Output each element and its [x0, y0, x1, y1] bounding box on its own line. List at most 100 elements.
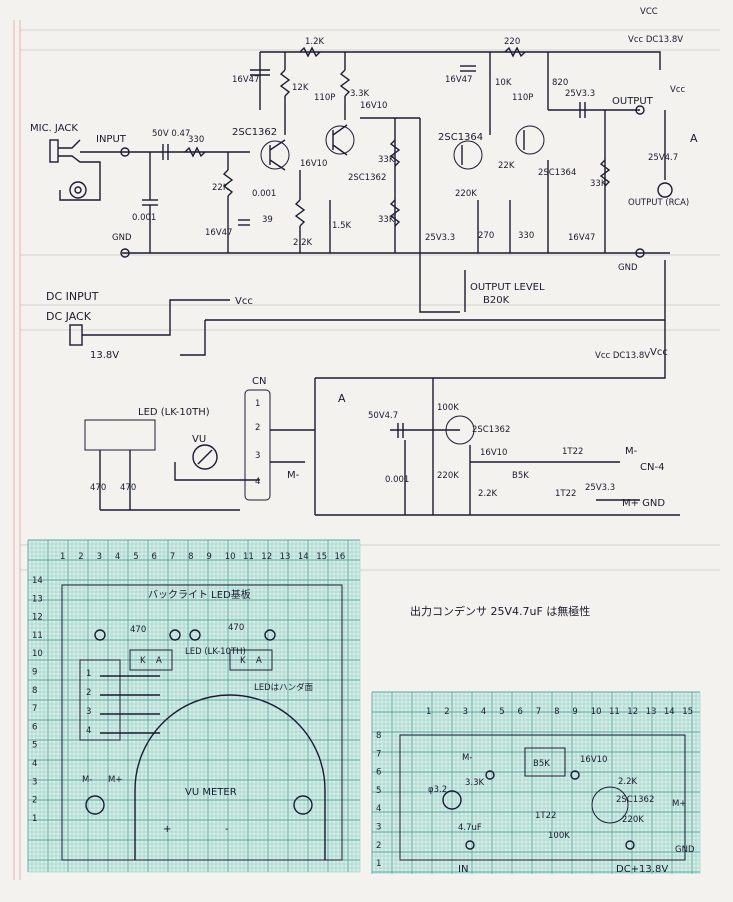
board2-x-tick: 13 — [646, 707, 657, 717]
output-label: OUTPUT — [612, 96, 654, 107]
r8-label: 33K — [378, 155, 395, 165]
board2-y-tick: 3 — [376, 823, 381, 833]
board1-y-tick: 11 — [32, 631, 43, 641]
cn-pin-3: 3 — [255, 451, 260, 461]
board2-y-tick: 4 — [376, 804, 381, 814]
board2-vr: B5K — [533, 759, 550, 769]
board1-x-tick: 15 — [316, 552, 327, 562]
c9-label: 25V3.3 — [425, 233, 455, 243]
m-minus-label-2: M- — [287, 470, 300, 481]
output-rca-label: OUTPUT (RCA) — [628, 198, 689, 208]
board2-c-top: 16V10 — [580, 755, 607, 765]
board1-solder-note: LEDはハンダ面 — [254, 682, 314, 693]
gnd-label: GND — [112, 233, 132, 243]
board1-led: LED (LK-10TH) — [185, 647, 246, 657]
board2-x-tick: 15 — [682, 707, 693, 717]
r22-label: 220K — [437, 471, 459, 481]
board1-k2: K — [240, 656, 246, 666]
r16-label: 270 — [478, 231, 494, 241]
cn-pin-4: 4 — [255, 477, 260, 487]
c12-label: 16V47 — [568, 233, 595, 243]
board1-x-tick: 7 — [170, 552, 175, 562]
board1-y-tick: 4 — [32, 759, 37, 769]
board2-d: 1T22 — [535, 811, 556, 821]
c11-label: 25V3.3 — [565, 89, 595, 99]
board2-x-tick: 1 — [426, 707, 431, 717]
c6-label: 16V10 — [360, 101, 387, 111]
cn-pin-1: 1 — [255, 399, 260, 409]
board1-y-tick: 2 — [32, 796, 37, 806]
board1-pin-1: 1 — [86, 669, 91, 679]
board1-x-tick: 12 — [261, 552, 272, 562]
output-level-value: B20K — [483, 295, 510, 306]
board1-x-tick: 6 — [152, 552, 157, 562]
board1-x-tick: 3 — [97, 552, 102, 562]
board2-gnd: GND — [675, 845, 695, 855]
board1-y-tick: 5 — [32, 741, 37, 751]
board2-x-tick: 2 — [444, 707, 449, 717]
board1-y-tick: 14 — [32, 576, 43, 586]
c3-label: 0.001 — [252, 189, 276, 199]
d1-label: 1T22 — [562, 447, 583, 457]
board1-x-tick: 11 — [243, 552, 254, 562]
r17-label: 330 — [518, 231, 534, 241]
board1-x-tick: 2 — [78, 552, 83, 562]
board1-y-tick: 10 — [32, 649, 43, 659]
r15-label: 220K — [455, 189, 477, 199]
r5-label: 39 — [262, 215, 273, 225]
board1-y-tick: 7 — [32, 704, 37, 714]
dc-input-label: DC INPUT — [46, 290, 99, 303]
board1-minus: - — [225, 824, 229, 835]
a-label-2: A — [338, 392, 346, 405]
board2-x-tick: 11 — [609, 707, 620, 717]
r19-label: 470 — [90, 483, 106, 493]
board1-meter: VU METER — [185, 787, 237, 798]
board2-x-tick: 8 — [554, 707, 559, 717]
r20-label: 470 — [120, 483, 136, 493]
cn-label: CN — [252, 376, 266, 387]
board1-y-tick: 6 — [32, 722, 37, 732]
r4-label: 22K — [212, 183, 229, 193]
vcc2-label: Vcc — [235, 296, 253, 307]
board2-r-d: 220K — [622, 815, 644, 825]
board1-a1: A — [156, 656, 162, 666]
led-meter-section: LED (LK-10TH) 470 470 VU CN 1 2 3 4 M- — [84, 376, 315, 511]
m-plus-gnd-label: M+ GND — [622, 498, 665, 509]
board2-x-tick: 5 — [499, 707, 504, 717]
board1-pin-4: 4 — [86, 726, 91, 736]
led-name-label: LED (LK-10TH) — [138, 407, 210, 418]
c14-label: 0.001 — [385, 475, 409, 485]
r18-label: 33K — [590, 179, 607, 189]
vcc3-label: Vcc — [650, 347, 668, 358]
vu-label: VU — [192, 434, 206, 445]
board1-a2: A — [256, 656, 262, 666]
board1-r-a: 470 — [130, 625, 146, 635]
c7-label: 16V47 — [205, 228, 232, 238]
board2-hole: φ3.2 — [428, 785, 447, 795]
board2-x-tick: 9 — [572, 707, 577, 717]
board2-x-tick: 12 — [627, 707, 638, 717]
r10-label: 330 — [188, 135, 204, 145]
board1-k1: K — [140, 656, 146, 666]
board2-m-plus: M+ — [672, 799, 686, 809]
board2-dc: DC+13.8V — [616, 864, 668, 875]
output-capacitor-note: 出力コンデンサ 25V4.7uF は無極性 — [410, 604, 590, 618]
board1-m-plus: M+ — [108, 775, 122, 785]
c13-label: 50V4.7 — [368, 411, 398, 421]
board2-r-a: 3.3K — [465, 778, 485, 788]
board2-m-minus: M- — [462, 753, 472, 763]
dc-jack-label: DC JACK — [46, 310, 92, 323]
dc-volt-label: 13.8V — [90, 350, 119, 361]
board2-y-tick: 1 — [376, 859, 381, 869]
board1-y-tick: 1 — [32, 814, 37, 824]
r9-label: 33K — [378, 215, 395, 225]
d2-label: 1T22 — [555, 489, 576, 499]
board1-y-tick: 8 — [32, 686, 37, 696]
board2-y-tick: 2 — [376, 841, 381, 851]
board1-y-tick: 13 — [32, 594, 43, 604]
gnd-label-2: GND — [618, 263, 638, 273]
board2-r-b: 2.2K — [618, 777, 638, 787]
